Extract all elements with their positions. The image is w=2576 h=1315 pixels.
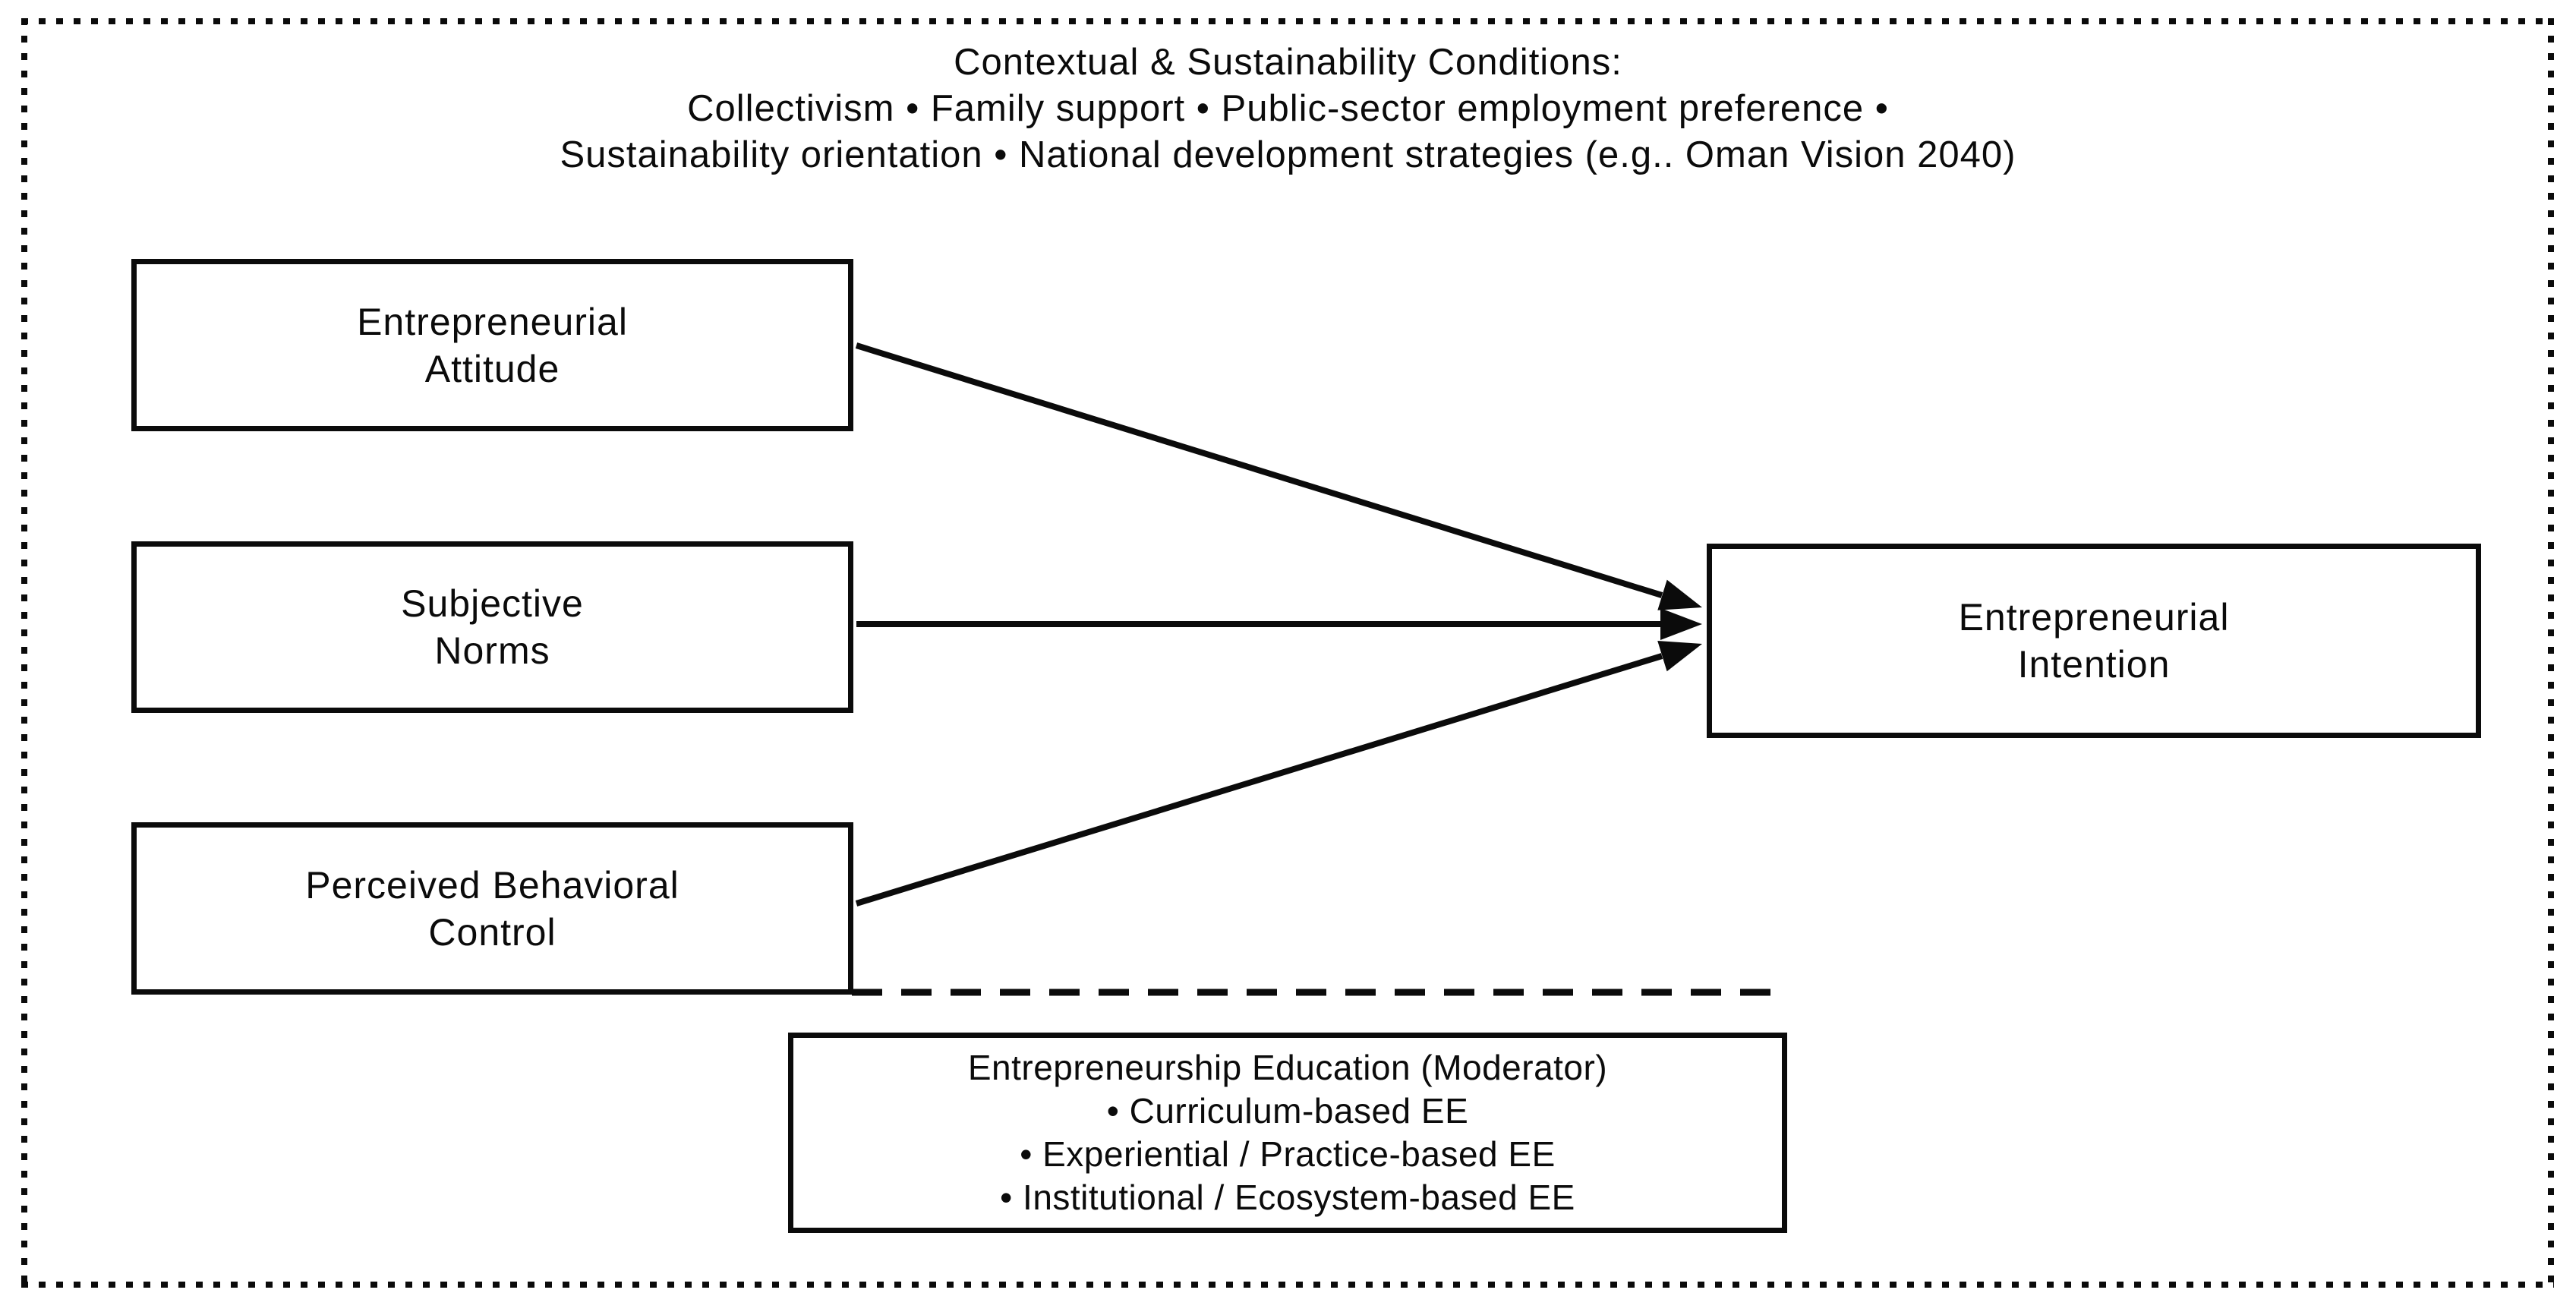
box-norms-line-1: Subjective <box>401 582 584 625</box>
box-intention-line-1: Entrepreneurial <box>1958 596 2230 639</box>
arrow-pbc-to-intention <box>855 641 1702 907</box>
box-pbc-line-1: Perceived Behavioral <box>305 863 679 907</box>
moderator-item-1: • Curriculum-based EE <box>1106 1091 1469 1131</box>
box-attitude-line-1: Entrepreneurial <box>357 300 628 343</box>
moderator-item-3: • Institutional / Ecosystem-based EE <box>1000 1178 1575 1217</box>
box-entrepreneurial-intention: Entrepreneurial Intention <box>1707 544 2481 738</box>
box-intention-line-2: Intention <box>2017 643 2171 686</box>
dotted-frame-bottom <box>21 1282 2554 1288</box>
box-attitude-line-2: Attitude <box>424 347 560 390</box>
box-perceived-behavioral-control: Perceived Behavioral Control <box>131 822 853 995</box>
arrow-attitude-to-intention <box>855 342 1702 610</box>
header-line-1: Contextual & Sustainability Conditions: <box>954 42 1622 83</box>
box-entrepreneurship-education-moderator: Entrepreneurship Education (Moderator) •… <box>788 1033 1787 1233</box>
header-contextual-conditions: Contextual & Sustainability Conditions: … <box>0 39 2576 178</box>
dotted-frame-right <box>2548 18 2554 1288</box>
box-entrepreneurial-attitude: Entrepreneurial Attitude <box>131 259 853 431</box>
dotted-frame-left <box>21 18 27 1288</box>
box-norms-line-2: Norms <box>434 629 550 672</box>
dotted-frame-top <box>21 18 2554 24</box>
arrow-norms-to-intention <box>856 608 1702 640</box>
moderator-title: Entrepreneurship Education (Moderator) <box>967 1048 1608 1087</box>
header-line-3: Sustainability orientation • National de… <box>560 134 2016 175</box>
header-line-2: Collectivism • Family support • Public-s… <box>687 88 1889 129</box>
moderator-item-2: • Experiential / Practice-based EE <box>1020 1134 1556 1174</box>
box-pbc-line-2: Control <box>428 910 557 954</box>
box-subjective-norms: Subjective Norms <box>131 541 853 713</box>
